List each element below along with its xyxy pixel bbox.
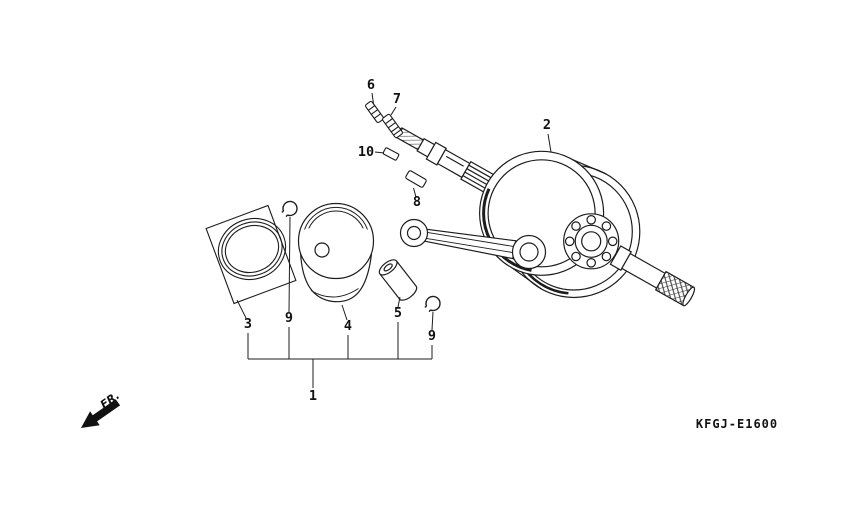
leader-lines: [236, 92, 552, 331]
callout-5: 5: [394, 305, 402, 321]
rod-big-end: [511, 234, 547, 270]
front-direction-marker: FR.: [81, 389, 122, 428]
ring-set-box: [205, 204, 297, 305]
callout-7: 7: [393, 91, 401, 107]
front-direction-label: FR.: [98, 389, 122, 411]
ball-bearing: [563, 213, 620, 270]
connecting-rod: [399, 218, 547, 270]
rod-small-end: [399, 218, 429, 248]
small-part-7: [382, 113, 403, 139]
callout-3: 3: [244, 316, 252, 332]
circlip-left: [281, 200, 298, 218]
diagram-code: KFGJ-E1600: [696, 417, 778, 431]
assembly-bracket: [247, 322, 433, 388]
key-8: [405, 170, 427, 188]
crankshaft-left-shaft: [395, 127, 502, 197]
small-part-10: [382, 147, 400, 161]
callout-2: 2: [543, 117, 551, 133]
piston-ring-oil: [224, 224, 280, 274]
small-part-6: [365, 100, 384, 124]
piston-crown: [297, 202, 375, 280]
front-direction-arrow: [81, 399, 121, 428]
callout-6: 6: [367, 77, 375, 93]
callout-1: 1: [309, 388, 317, 404]
crankshaft-output-shaft: [609, 245, 696, 307]
callout-10: 10: [358, 144, 374, 160]
piston-ring-set: [205, 204, 297, 305]
piston-pin: [378, 259, 418, 301]
crankshaft-assembly: [395, 127, 696, 307]
piston-pin-bore: [314, 242, 330, 258]
piston: [297, 202, 375, 303]
rim-edge-bottom: [510, 266, 542, 290]
rim-edge-top: [571, 158, 607, 175]
callout-8: 8: [413, 194, 421, 210]
circlip-right: [424, 295, 441, 313]
piston-ring-second: [221, 221, 283, 277]
piston-ring-top: [217, 217, 287, 281]
callout-9-right: 9: [428, 328, 436, 344]
callout-4: 4: [344, 318, 352, 334]
callout-9-left: 9: [285, 310, 293, 326]
